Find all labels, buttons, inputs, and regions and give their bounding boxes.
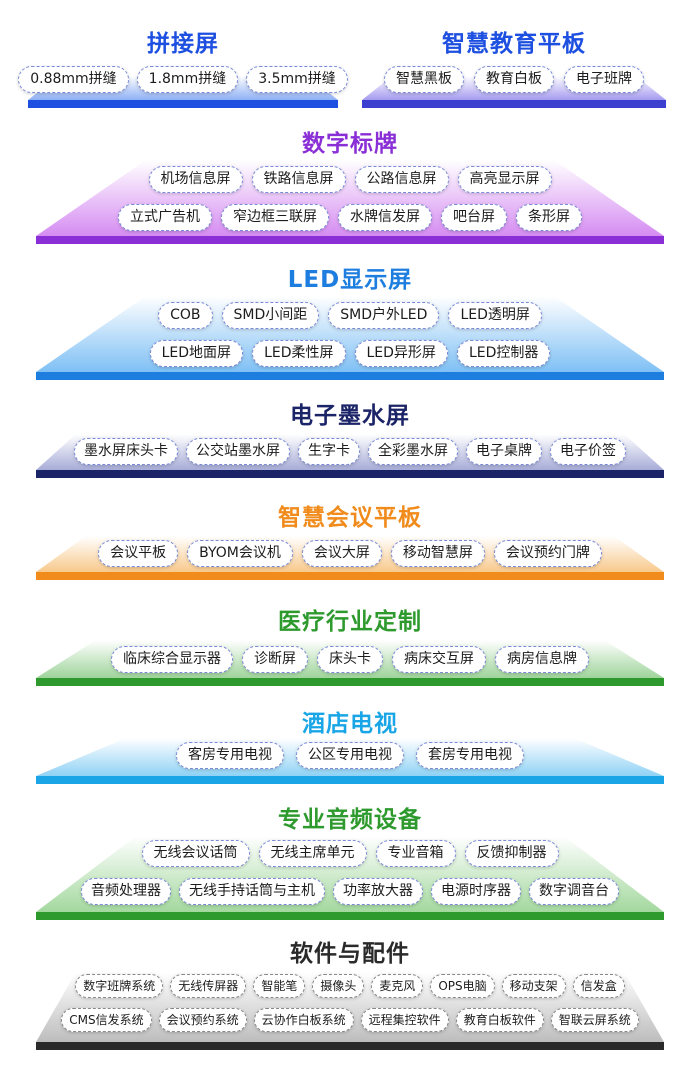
signage-row-2: 立式广告机 窄边框三联屏 水牌信发屏 吧台屏 条形屏 (0, 204, 700, 231)
tag-edu-whiteboard[interactable]: 教育白板 (474, 66, 554, 93)
tag-chairman-unit[interactable]: 无线主席单元 (258, 840, 367, 867)
tag-highlight[interactable]: 高亮显示屏 (457, 166, 552, 193)
tag-cloud-whiteboard[interactable]: 云协作白板系统 (253, 1008, 354, 1032)
tag-class-sign-system[interactable]: 数字班牌系统 (75, 974, 164, 998)
tag-word-card[interactable]: 生字卡 (298, 438, 360, 465)
tag-mobile-smart[interactable]: 移动智慧屏 (390, 540, 485, 567)
tag-pro-speaker[interactable]: 专业音箱 (375, 840, 456, 867)
tag-meeting-booking[interactable]: 会议预约系统 (158, 1008, 247, 1032)
eink-items: 墨水屏床头卡 公交站墨水屏 生字卡 全彩墨水屏 电子桌牌 电子价签 (0, 438, 700, 465)
tag-led-flexible[interactable]: LED柔性屏 (252, 340, 346, 367)
tag-digital-mixer[interactable]: 数字调音台 (529, 878, 619, 905)
tag-audio-processor[interactable]: 音频处理器 (81, 878, 171, 905)
section-eink: 电子墨水屏 墨水屏床头卡 公交站墨水屏 生字卡 全彩墨水屏 电子桌牌 电子价签 (0, 392, 700, 482)
tag-smart-blackboard[interactable]: 智慧黑板 (384, 66, 464, 93)
tag-cob[interactable]: COB (158, 302, 213, 329)
tag-mobile-stand[interactable]: 移动支架 (501, 974, 566, 998)
tag-standing-ad[interactable]: 立式广告机 (118, 204, 212, 231)
section-signage: 数字标牌 机场信息屏 铁路信息屏 公路信息屏 高亮显示屏 立式广告机 窄边框三联… (0, 120, 700, 246)
hotel-items: 客房专用电视 公区专用电视 套房专用电视 (0, 742, 700, 769)
medical-items: 临床综合显示器 诊断屏 床头卡 病床交互屏 病房信息牌 (0, 646, 700, 673)
tag-led-transparent[interactable]: LED透明屏 (448, 302, 542, 329)
meeting-items: 会议平板 BYOM会议机 会议大屏 移动智慧屏 会议预约门牌 (0, 540, 700, 567)
tag-wireless-mic[interactable]: 无线会议话筒 (141, 840, 250, 867)
tag-led-controller[interactable]: LED控制器 (456, 340, 551, 367)
tag-ward-info[interactable]: 病房信息牌 (495, 646, 589, 673)
section-title: LED显示屏 (287, 267, 413, 293)
section-title: 拼接屏 (147, 31, 219, 57)
tag-led-floor[interactable]: LED地面屏 (149, 340, 244, 367)
tag-bedside-card[interactable]: 墨水屏床头卡 (74, 438, 178, 465)
tag-diagnosis[interactable]: 诊断屏 (242, 646, 308, 673)
section-led: LED显示屏 COB SMD小间距 SMD户外LED LED透明屏 LED地面屏… (0, 256, 700, 382)
audio-row-1: 无线会议话筒 无线主席单元 专业音箱 反馈抑制器 (0, 840, 700, 867)
tag-clinical-display[interactable]: 临床综合显示器 (111, 646, 233, 673)
tag-led-shaped[interactable]: LED异形屏 (354, 340, 448, 367)
section-title: 酒店电视 (302, 711, 398, 737)
section-edu: 智慧教育平板 智慧黑板 教育白板 电子班牌 (360, 22, 668, 108)
section-splice: 拼接屏 0.88mm拼缝 1.8mm拼缝 3.5mm拼缝 (18, 22, 348, 108)
tag-color-eink[interactable]: 全彩墨水屏 (368, 438, 458, 465)
tag-meeting-screen[interactable]: 会议大屏 (301, 540, 382, 567)
tag-narrow-bezel[interactable]: 窄边框三联屏 (221, 204, 329, 231)
tag-bed-card[interactable]: 床头卡 (317, 646, 383, 673)
section-medical: 医疗行业定制 临床综合显示器 诊断屏 床头卡 病床交互屏 病房信息牌 (0, 598, 700, 688)
tag-handheld-mic[interactable]: 无线手持话筒与主机 (179, 878, 325, 905)
tag-public-area-tv[interactable]: 公区专用电视 (296, 742, 404, 769)
tag-bus-stop[interactable]: 公交站墨水屏 (186, 438, 290, 465)
audio-row-2: 音频处理器 无线手持话筒与主机 功率放大器 电源时序器 数字调音台 (0, 878, 700, 905)
tag-3-5mm[interactable]: 3.5mm拼缝 (246, 66, 348, 93)
tag-guest-room-tv[interactable]: 客房专用电视 (176, 742, 284, 769)
tag-ops-pc[interactable]: OPS电脑 (430, 974, 495, 998)
tag-meeting-panel[interactable]: 会议平板 (98, 540, 179, 567)
tag-class-sign[interactable]: 电子班牌 (564, 66, 644, 93)
section-hotel: 酒店电视 客房专用电视 公区专用电视 套房专用电视 (0, 700, 700, 786)
tag-signage-box[interactable]: 信发盒 (572, 974, 625, 998)
tag-price-tag[interactable]: 电子价签 (550, 438, 626, 465)
tag-smd-outdoor[interactable]: SMD户外LED (328, 302, 440, 329)
signage-row-1: 机场信息屏 铁路信息屏 公路信息屏 高亮显示屏 (0, 166, 700, 193)
tag-railway[interactable]: 铁路信息屏 (251, 166, 346, 193)
tag-highway[interactable]: 公路信息屏 (354, 166, 449, 193)
tag-1-8mm[interactable]: 1.8mm拼缝 (136, 66, 239, 93)
section-software: 软件与配件 数字班牌系统 无线传屏器 智能笔 摄像头 麦克风 OPS电脑 移动支… (0, 930, 700, 1050)
tag-meeting-door[interactable]: 会议预约门牌 (493, 540, 602, 567)
edu-items: 智慧黑板 教育白板 电子班牌 (360, 66, 668, 93)
tag-bar[interactable]: 吧台屏 (441, 204, 507, 231)
tag-microphone[interactable]: 麦克风 (371, 974, 424, 998)
section-title: 软件与配件 (290, 941, 410, 967)
led-row-1: COB SMD小间距 SMD户外LED LED透明屏 (0, 302, 700, 329)
tag-water-sign[interactable]: 水牌信发屏 (338, 204, 432, 231)
section-meeting: 智慧会议平板 会议平板 BYOM会议机 会议大屏 移动智慧屏 会议预约门牌 (0, 494, 700, 584)
software-row-1: 数字班牌系统 无线传屏器 智能笔 摄像头 麦克风 OPS电脑 移动支架 信发盒 (0, 974, 700, 998)
section-audio: 专业音频设备 无线会议话筒 无线主席单元 专业音箱 反馈抑制器 音频处理器 无线… (0, 796, 700, 922)
tag-smart-pen[interactable]: 智能笔 (253, 974, 306, 998)
led-row-2: LED地面屏 LED柔性屏 LED异形屏 LED控制器 (0, 340, 700, 367)
tag-smd-small-pitch[interactable]: SMD小间距 (221, 302, 320, 329)
tag-feedback-suppressor[interactable]: 反馈抑制器 (464, 840, 559, 867)
tag-0-88mm[interactable]: 0.88mm拼缝 (18, 66, 129, 93)
tag-strip[interactable]: 条形屏 (516, 204, 582, 231)
section-title: 智慧教育平板 (442, 31, 586, 57)
tag-camera[interactable]: 摄像头 (312, 974, 365, 998)
section-title: 专业音频设备 (278, 807, 422, 833)
tag-desk-sign[interactable]: 电子桌牌 (466, 438, 542, 465)
tag-remote-control[interactable]: 远程集控软件 (360, 1008, 449, 1032)
tag-power-amp[interactable]: 功率放大器 (333, 878, 423, 905)
tag-cms-system[interactable]: CMS信发系统 (61, 1008, 152, 1032)
tag-suite-tv[interactable]: 套房专用电视 (416, 742, 524, 769)
section-title: 数字标牌 (302, 131, 398, 157)
tag-power-sequencer[interactable]: 电源时序器 (431, 878, 521, 905)
section-title: 智慧会议平板 (278, 505, 422, 531)
tag-byom[interactable]: BYOM会议机 (187, 540, 293, 567)
section-title: 电子墨水屏 (290, 403, 410, 429)
section-title: 医疗行业定制 (278, 609, 422, 635)
software-row-2: CMS信发系统 会议预约系统 云协作白板系统 远程集控软件 教育白板软件 智联云… (0, 1008, 700, 1032)
tag-bed-interactive[interactable]: 病床交互屏 (392, 646, 486, 673)
tag-airport[interactable]: 机场信息屏 (148, 166, 243, 193)
splice-items: 0.88mm拼缝 1.8mm拼缝 3.5mm拼缝 (18, 66, 348, 93)
tag-edu-whiteboard-software[interactable]: 教育白板软件 (455, 1008, 544, 1032)
tag-smart-cloud-screen[interactable]: 智联云屏系统 (550, 1008, 639, 1032)
tag-wireless-share[interactable]: 无线传屏器 (170, 974, 247, 998)
